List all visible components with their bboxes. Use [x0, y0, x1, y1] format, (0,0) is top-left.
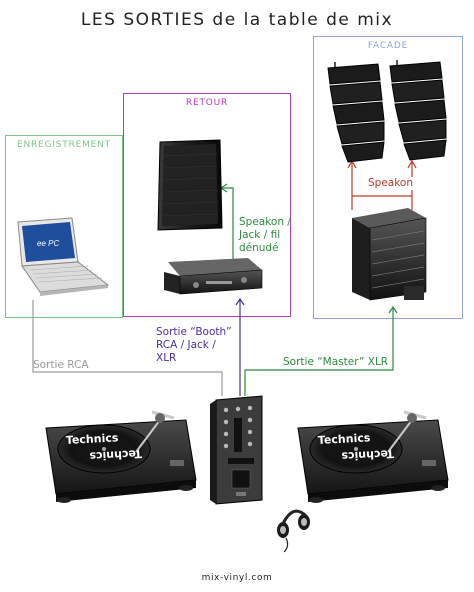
- retour-speaker-icon: [157, 139, 223, 231]
- svg-text:Technics: Technics: [89, 447, 143, 463]
- speakon-retour-line-1: Speakon /: [239, 216, 291, 228]
- enregistrement-label: ENREGISTREMENT: [16, 140, 112, 150]
- mixer-icon: [210, 395, 263, 505]
- speakon-retour-line-3: dénudé: [239, 242, 279, 254]
- retour-label: RETOUR: [185, 98, 229, 108]
- laptop-brand-text: ee PC: [37, 239, 59, 248]
- turntable-right-brand-text: Technics: [318, 431, 372, 447]
- svg-text:Technics: Technics: [341, 447, 395, 463]
- sortie-booth-line-2: RCA / Jack /: [156, 339, 216, 351]
- headphones-icon: [277, 509, 310, 553]
- enregistrement-box: ENREGISTREMENT: [5, 135, 123, 318]
- retour-box: RETOUR: [123, 93, 291, 317]
- facade-label: FACADE: [367, 41, 409, 51]
- facade-line-array-right-icon: [389, 60, 447, 161]
- sortie-rca-label: Sortie RCA: [33, 359, 89, 371]
- speakon-retour-line-2: Jack / fil: [239, 229, 281, 241]
- speakon-retour-label: Speakon / Jack / fil dénudé: [239, 216, 291, 255]
- facade-amplifier-rack-icon: [352, 208, 427, 301]
- sortie-booth-line-3: XLR: [156, 352, 177, 364]
- laptop-icon: [17, 217, 110, 296]
- retour-speakon-cable: [222, 187, 234, 262]
- sortie-master-label: Sortie “Master” XLR: [283, 356, 389, 368]
- master-cable-arrow: [388, 305, 398, 314]
- master-cable: [244, 308, 394, 396]
- sortie-booth-label: Sortie “Booth” RCA / Jack / XLR: [156, 326, 232, 365]
- facade-line-array-left-icon: [327, 62, 385, 163]
- retour-amplifier-icon: [164, 258, 263, 295]
- turntable-left-icon: [45, 410, 197, 503]
- turntable-right-icon: [297, 410, 449, 503]
- sortie-booth-line-1: Sortie “Booth”: [156, 326, 232, 338]
- page-title: LES SORTIES de la table de mix: [80, 10, 394, 30]
- rca-cable: [32, 300, 223, 396]
- facade-box: FACADE: [313, 36, 463, 319]
- speakon-facade-label: Speakon: [366, 177, 416, 190]
- turntable-left-brand-text: Technics: [66, 431, 120, 447]
- booth-cable-arrow: [235, 297, 245, 306]
- footer-site: mix-vinyl.com: [201, 573, 273, 583]
